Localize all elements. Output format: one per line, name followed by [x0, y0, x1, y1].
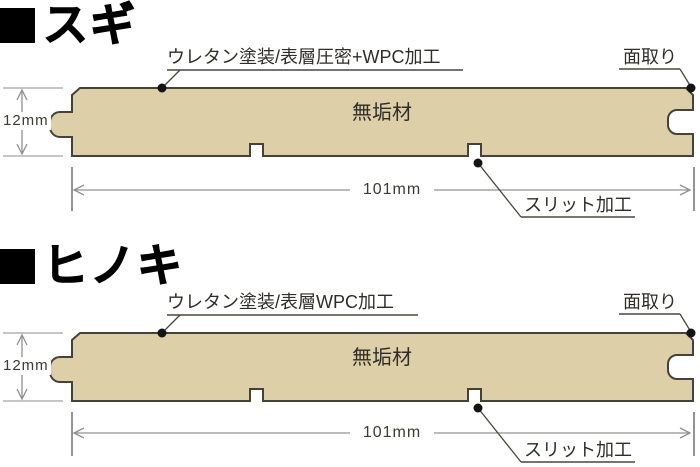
section-title: スギ — [42, 0, 138, 50]
heading-square-bullet — [0, 248, 35, 284]
leader-dot — [473, 158, 483, 168]
core-material-label: 無垢材 — [352, 347, 412, 369]
leader-dot — [686, 83, 696, 93]
leader-dot — [157, 328, 167, 338]
core-material-label: 無垢材 — [352, 102, 412, 124]
thickness-dimension-label: 12mm — [1, 112, 51, 130]
width-dimension-label: 101mm — [350, 180, 434, 200]
slit-leader-line — [477, 407, 522, 463]
arrow-left-icon — [72, 184, 85, 196]
chamfer-label: 面取り — [623, 292, 677, 312]
section-heading-hinoki: ヒノキ — [0, 240, 185, 291]
leader-dot — [686, 328, 696, 338]
leader-dot — [473, 403, 483, 413]
thickness-dimension-label: 12mm — [1, 357, 51, 375]
width-dimension-label: 101mm — [350, 423, 434, 443]
arrow-right-icon — [679, 184, 692, 196]
slit-label: スリット加工 — [524, 440, 632, 460]
section-heading-sugi: スギ — [0, 0, 138, 50]
leader-dot — [157, 83, 167, 93]
arrow-down-icon — [16, 388, 28, 401]
slit-label: スリット加工 — [524, 195, 632, 215]
coating-label: ウレタン塗装/表層WPC加工 — [167, 292, 394, 312]
arrow-up-icon — [16, 88, 28, 101]
coating-label: ウレタン塗装/表層圧密+WPC加工 — [167, 47, 441, 67]
slit-leader-line — [477, 162, 522, 218]
arrow-down-icon — [16, 143, 28, 156]
arrow-up-icon — [16, 333, 28, 346]
arrow-left-icon — [72, 427, 85, 439]
chamfer-label: 面取り — [623, 47, 677, 67]
hinoki-diagram — [3, 313, 696, 463]
arrow-right-icon — [679, 427, 692, 439]
section-title: ヒノキ — [42, 240, 185, 291]
heading-square-bullet — [0, 7, 35, 43]
